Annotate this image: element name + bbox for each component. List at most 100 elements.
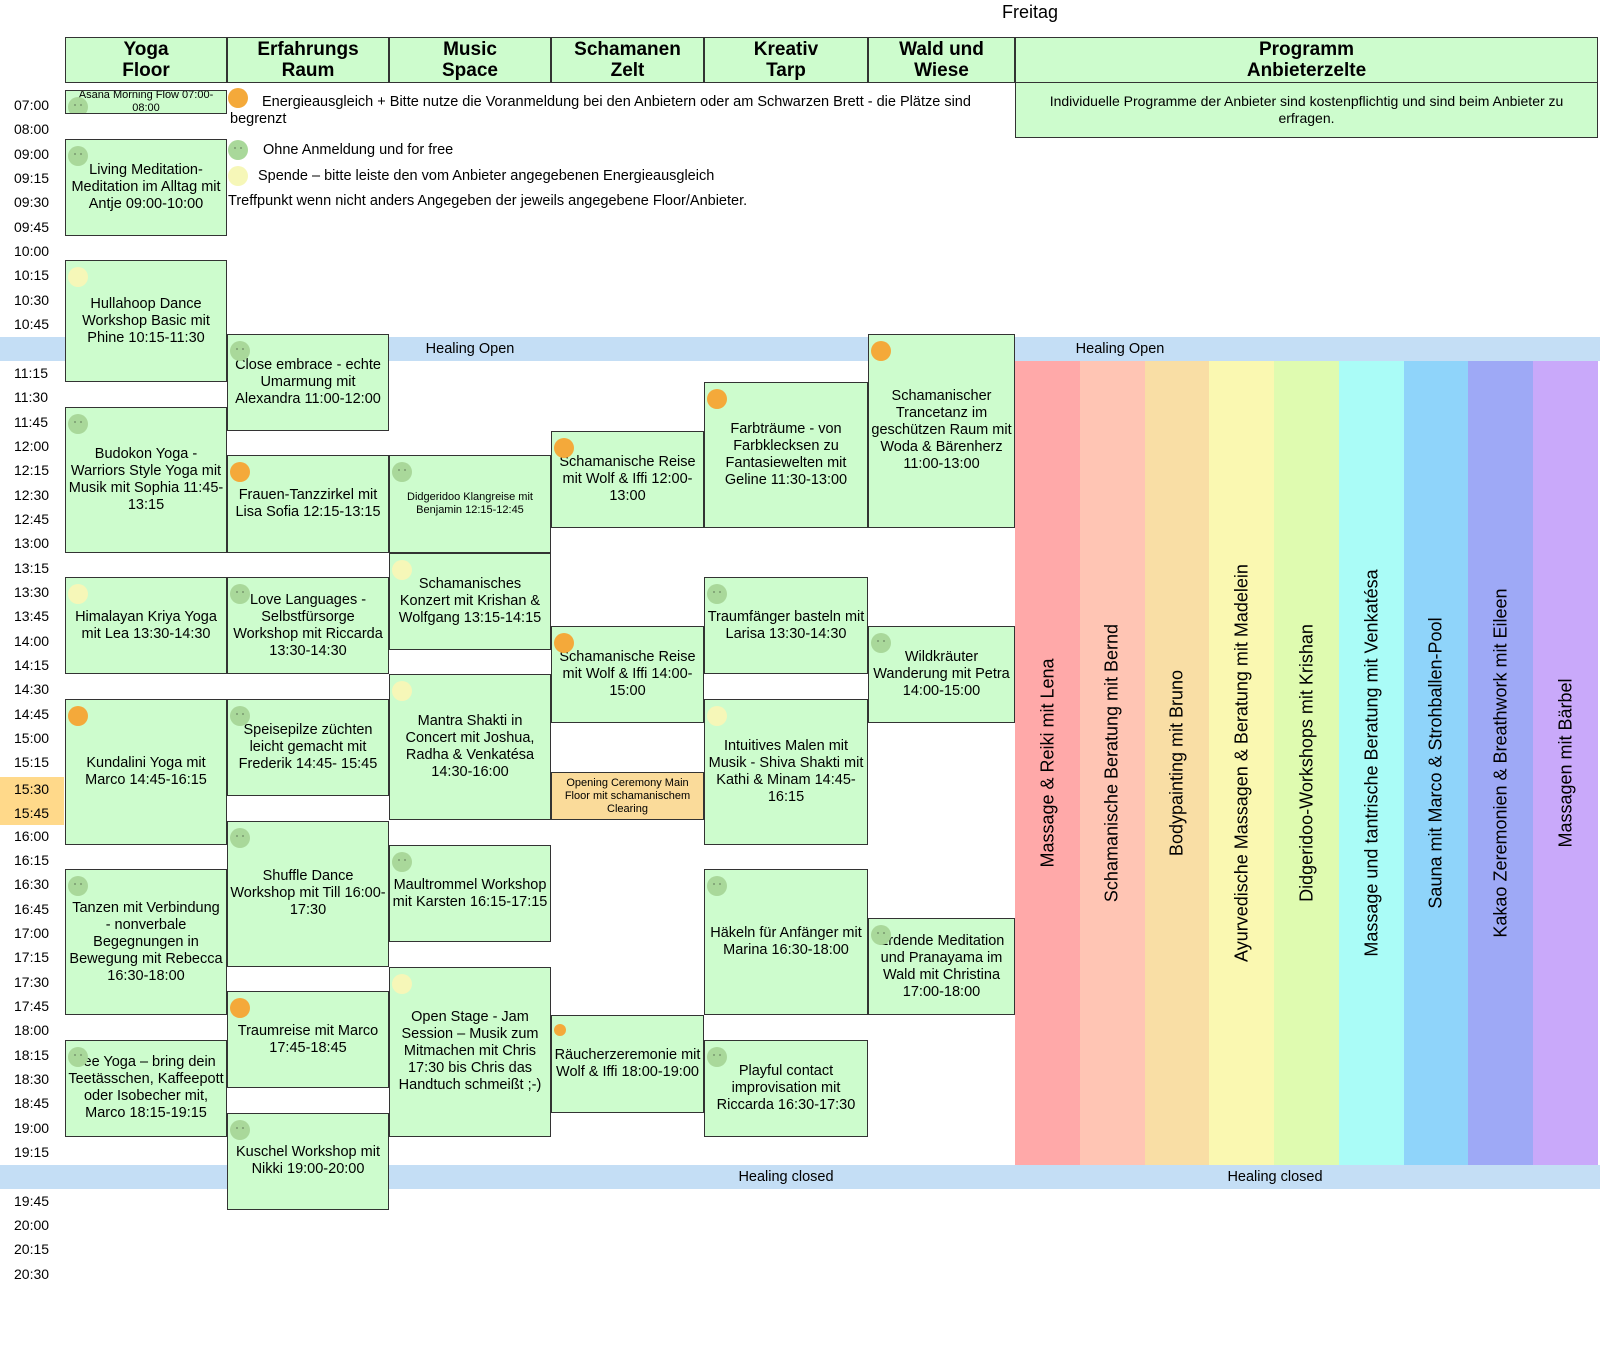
event-card[interactable]: Speisepilze züchten leicht gemacht mit F… — [227, 698, 389, 797]
event-card[interactable]: Open Stage - Jam Session – Musik zum Mit… — [389, 966, 551, 1138]
event-card[interactable]: Farbträume - von Farbklecksen zu Fantasi… — [704, 382, 868, 529]
event-title: Maultrommel Workshop mit Karsten 16:15-1… — [392, 876, 548, 910]
column-header-label: Music Space — [442, 39, 498, 81]
event-card[interactable]: Häkeln für Anfänger mit Marina 16:30-18:… — [704, 869, 868, 1016]
event-card[interactable]: Räucherzeremonie mit Wolf & Iffi 18:00-1… — [551, 1015, 704, 1113]
event-card[interactable]: Intuitives Malen mit Musik - Shiva Shakt… — [704, 698, 868, 845]
orange-dot-icon — [230, 462, 250, 483]
time-label: 13:30 — [14, 584, 50, 600]
event-card[interactable]: Wildkräuter Wanderung mit Petra 14:00-15… — [868, 625, 1015, 724]
event-card[interactable]: Kuschel Workshop mit Nikki 19:00-20:00 — [227, 1112, 389, 1211]
event-card[interactable]: Kundalini Yoga mit Marco 14:45-16:15 — [65, 698, 227, 845]
event-title: Playful contact improvisation mit Riccar… — [716, 1062, 856, 1113]
event-title: Schamanische Reise mit Wolf & Iffi 12:00… — [559, 454, 696, 505]
green-dot-icon — [707, 584, 727, 604]
event-title: Himalayan Kriya Yoga mit Lea 13:30-14:30 — [75, 608, 217, 642]
event-card[interactable]: Asana Morning Flow 07:00-08:00 — [65, 90, 227, 115]
provider-stripe[interactable]: Massagen mit Bärbel — [1533, 361, 1599, 1165]
time-label: 18:15 — [14, 1046, 50, 1063]
column-header-music: Music Space — [389, 37, 551, 83]
event-title: Traumreise mit Marco 17:45-18:45 — [237, 1022, 379, 1056]
event-title: Kundalini Yoga mit Marco 14:45-16:15 — [85, 754, 207, 788]
yellow-dot-icon — [392, 559, 412, 580]
program-note-text: Individuelle Programme der Anbieter sind… — [1049, 93, 1564, 126]
time-label: 09:00 — [14, 145, 50, 162]
orange-dot-icon — [554, 1024, 566, 1037]
legend-green-text: Ohne Anmeldung und for free — [263, 142, 454, 158]
event-title: Open Stage - Jam Session – Musik zum Mit… — [398, 1009, 542, 1094]
event-title: Schamanischer Trancetanz im geschützen R… — [871, 388, 1012, 473]
event-title: Shuffle Dance Workshop mit Till 16:00-17… — [230, 868, 386, 919]
yellow-dot-icon — [707, 705, 727, 726]
provider-label: Bodypainting mit Bruno — [1166, 669, 1187, 857]
event-card[interactable]: Erdende Meditation und Pranayama im Wald… — [868, 917, 1015, 1016]
event-card[interactable]: Opening Ceremony Main Floor mit schamani… — [551, 771, 704, 821]
event-card[interactable]: Close embrace - echte Umarmung mit Alexa… — [227, 333, 389, 431]
event-title: Living Meditation- Meditation im Alltag … — [71, 161, 221, 212]
time-label: 15:15 — [14, 754, 50, 771]
time-label: 18:00 — [14, 1022, 50, 1039]
provider-stripe[interactable]: Massage & Reiki mit Lena — [1015, 361, 1081, 1165]
event-card[interactable]: Traumfänger basteln mit Larisa 13:30-14:… — [704, 577, 868, 675]
provider-label: Ayurvedische Massagen & Beratung mit Mad… — [1231, 564, 1252, 962]
event-title: Mantra Shakti in Concert mit Joshua, Rad… — [405, 713, 535, 781]
event-card[interactable]: Schamanische Reise mit Wolf & Iffi 14:00… — [551, 625, 704, 724]
time-label: 15:00 — [14, 730, 50, 747]
event-title: Häkeln für Anfänger mit Marina 16:30-18:… — [710, 925, 862, 959]
event-title: Didgeridoo Klangreise mit Benjamin 12:15… — [407, 490, 533, 516]
event-card[interactable]: Frauen-Tanzzirkel mit Lisa Sofia 12:15-1… — [227, 455, 389, 553]
event-card[interactable]: Living Meditation- Meditation im Alltag … — [65, 138, 227, 237]
day-title: Freitag — [1001, 2, 1059, 22]
event-card[interactable]: Didgeridoo Klangreise mit Benjamin 12:15… — [389, 455, 551, 553]
time-label: 13:00 — [14, 535, 50, 552]
provider-stripe[interactable]: Kakao Zeremonien & Breathwork mit Eileen — [1468, 361, 1534, 1165]
time-label: 10:30 — [14, 291, 50, 308]
provider-stripe[interactable]: Sauna mit Marco & Strohballen-Pool — [1403, 361, 1469, 1165]
event-card[interactable]: Budokon Yoga - Warriors Style Yoga mit M… — [65, 406, 227, 553]
time-label: 10:15 — [14, 267, 50, 284]
time-label: 11:15 — [14, 364, 48, 381]
column-header-schamanen: Schamanen Zelt — [551, 37, 704, 83]
green-dot-icon — [392, 851, 412, 872]
orange-dot-icon — [707, 389, 727, 410]
event-card[interactable]: Hullahoop Dance Workshop Basic mit Phine… — [65, 260, 227, 383]
green-dot-icon — [68, 876, 88, 897]
event-card[interactable]: Tanzen mit Verbindung - nonverbale Begeg… — [65, 869, 227, 1016]
provider-stripe[interactable]: Ayurvedische Massagen & Beratung mit Mad… — [1209, 361, 1275, 1165]
column-header-wald: Wald und Wiese — [868, 37, 1015, 83]
provider-label: Massage und tantrische Beratung mit Venk… — [1361, 569, 1381, 957]
event-card[interactable]: Traumreise mit Marco 17:45-18:45 — [227, 990, 389, 1089]
time-label: 10:45 — [14, 316, 50, 333]
provider-stripe[interactable]: Bodypainting mit Bruno — [1144, 361, 1210, 1165]
legend-yellow-text: Spende – bitte leiste den vom Anbieter a… — [258, 168, 715, 184]
event-title: Opening Ceremony Main Floor mit schamani… — [564, 776, 691, 815]
provider-stripe[interactable]: Didgeridoo-Workshops mit Krishan — [1274, 361, 1340, 1165]
event-card[interactable]: Shuffle Dance Workshop mit Till 16:00-17… — [227, 820, 389, 967]
time-label: 17:15 — [14, 949, 50, 966]
event-card[interactable]: Maultrommel Workshop mit Karsten 16:15-1… — [389, 844, 551, 943]
column-header-label: Programm Anbieterzelte — [1246, 39, 1367, 81]
provider-stripe[interactable]: Massage und tantrische Beratung mit Venk… — [1338, 361, 1405, 1165]
column-header-yoga: Yoga Floor — [65, 37, 227, 83]
time-label: 12:30 — [14, 486, 50, 503]
column-header-label: Kreativ Tarp — [753, 39, 819, 81]
event-card[interactable]: Playful contact improvisation mit Riccar… — [704, 1039, 868, 1138]
time-label: 14:00 — [14, 632, 50, 649]
event-card[interactable]: Love Languages - Selbstfürsorge Workshop… — [227, 577, 389, 675]
event-card[interactable]: Schamanisches Konzert mit Krishan & Wolf… — [389, 552, 551, 651]
event-title: Kuschel Workshop mit Nikki 19:00-20:00 — [236, 1144, 380, 1178]
time-label: 12:15 — [14, 462, 50, 479]
event-card[interactable]: Mantra Shakti in Concert mit Joshua, Rad… — [389, 674, 551, 821]
event-card[interactable]: Schamanische Reise mit Wolf & Iffi 12:00… — [551, 430, 704, 529]
time-label: 16:45 — [14, 900, 50, 917]
program-note-box: Individuelle Programme der Anbieter sind… — [1015, 82, 1598, 138]
event-card[interactable]: Tee Yoga – bring dein Teetässchen, Kaffe… — [65, 1039, 227, 1138]
provider-stripe[interactable]: Schamanische Beratung mit Bernd — [1079, 361, 1146, 1165]
time-label: 09:30 — [14, 194, 50, 211]
time-label: 13:15 — [14, 559, 50, 576]
event-card[interactable]: Schamanischer Trancetanz im geschützen R… — [868, 333, 1015, 529]
time-label: 16:00 — [14, 827, 50, 844]
event-card[interactable]: Himalayan Kriya Yoga mit Lea 13:30-14:30 — [65, 577, 227, 675]
green-dot-icon — [707, 1046, 727, 1067]
legend-meeting-point-text: Treffpunkt wenn nicht anders Angegeben d… — [228, 193, 748, 209]
